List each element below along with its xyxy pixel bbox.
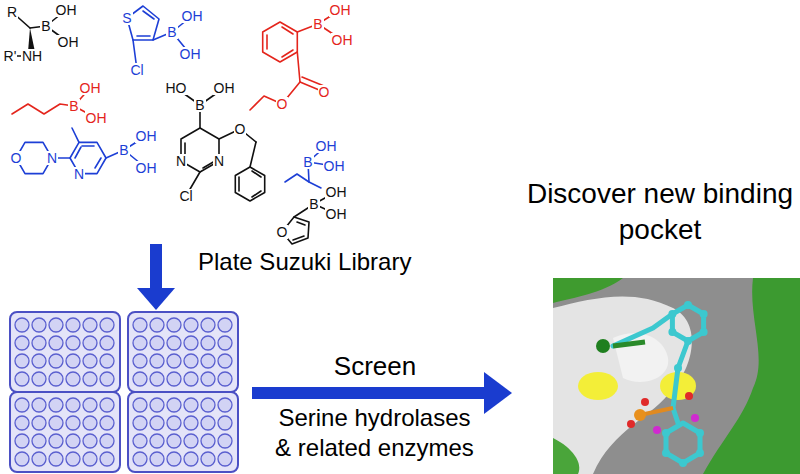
binding-pocket-render — [553, 278, 800, 474]
atom-label: O — [318, 85, 331, 99]
step-label: Screen — [300, 350, 450, 383]
atom-label: HO — [165, 81, 188, 95]
chemical-structures — [0, 0, 360, 250]
right-arrow-shaft — [252, 387, 486, 399]
atom-label: R' — [3, 49, 18, 63]
atom-label: N — [213, 154, 225, 168]
atom-label: NH — [21, 49, 43, 63]
atom-label: Cl — [129, 63, 144, 77]
atom-label: B — [312, 17, 323, 31]
right-arrow-head — [484, 372, 512, 414]
atom-label: N — [46, 151, 58, 165]
atom-label: S — [121, 11, 132, 25]
atom-label: OH — [179, 47, 202, 61]
atom-label: B — [40, 19, 51, 33]
well-plate — [10, 312, 120, 392]
atom-label: OH — [325, 185, 348, 199]
down-arrow-head — [137, 288, 175, 310]
step-label: Plate Suzuki Library — [198, 247, 458, 277]
atom-label: O — [10, 151, 23, 165]
well-plate — [10, 392, 120, 472]
atom-label: OH — [55, 3, 78, 17]
atom-label: O — [276, 225, 289, 239]
atom-label: O — [276, 97, 289, 111]
atom-label: OH — [213, 81, 236, 95]
atom-label: B — [166, 25, 177, 39]
atom-label: B — [118, 143, 129, 157]
atom-label: OH — [85, 111, 108, 125]
atom-label: OH — [329, 3, 352, 17]
atom-label: OH — [181, 9, 204, 23]
down-arrow-shaft — [150, 244, 162, 290]
step-label: Serine hydrolases & related enzymes — [272, 403, 477, 463]
atom-label: B — [68, 99, 79, 113]
atom-label: N — [73, 167, 85, 181]
atom-label: R — [6, 5, 18, 19]
panel-heading: Discover new binding pocket — [525, 176, 795, 249]
atom-label: OH — [135, 161, 158, 175]
atom-label: B — [308, 197, 319, 211]
atom-label: OH — [325, 207, 348, 221]
atom-label: OH — [315, 139, 338, 153]
atom-label: B — [302, 155, 313, 169]
atom-label: O — [234, 122, 247, 136]
atom-label: OH — [323, 159, 346, 173]
well-plate — [128, 392, 238, 472]
atom-label: B — [194, 98, 205, 112]
atom-label: Cl — [178, 189, 193, 203]
atom-label: OH — [331, 33, 354, 47]
atom-label: OH — [57, 35, 80, 49]
well-plate — [128, 312, 238, 392]
atom-label: N — [175, 154, 187, 168]
pocket-panel: Discover new binding pocket — [525, 176, 795, 249]
atom-label: OH — [135, 129, 158, 143]
atom-label: OH — [79, 81, 102, 95]
